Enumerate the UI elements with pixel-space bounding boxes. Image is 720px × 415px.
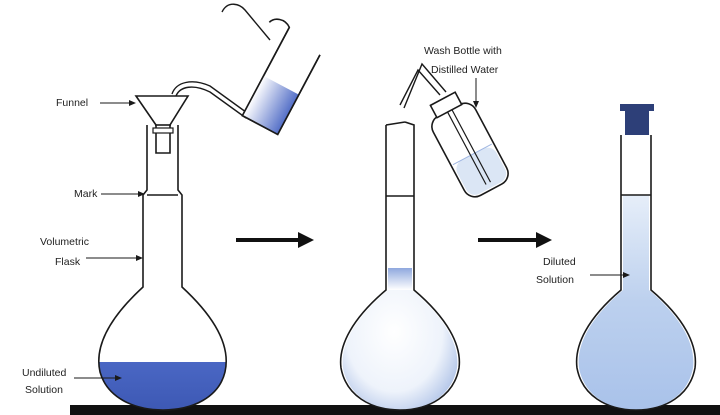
svg-text:Undiluted: Undiluted [22,367,67,379]
beaker-handle [221,3,271,41]
svg-text:Funnel: Funnel [56,97,88,109]
arrow-right-icon [478,232,552,248]
arrow-right-icon [236,232,314,248]
label-wash-bottle: Wash Bottle with Distilled Water [424,45,502,108]
label-undiluted-solution: Undiluted Solution [22,367,122,396]
diluted-solution-fill [578,195,694,410]
funnel-icon [134,95,190,154]
wash-bottle-nozzle [399,68,441,106]
label-volumetric-flask: Volumetric Flask [40,236,143,268]
partial-solution-fill [342,268,458,410]
beaker-icon [241,18,321,136]
svg-text:Diluted: Diluted [543,256,576,268]
svg-text:Wash Bottle with: Wash Bottle with [424,45,502,57]
volumetric-flask-icon [98,125,227,411]
wash-bottle-icon [429,91,509,198]
stopper-icon [620,104,654,135]
svg-text:Flask: Flask [55,256,81,268]
svg-text:Solution: Solution [25,384,63,396]
svg-text:Volumetric: Volumetric [40,236,89,248]
label-funnel: Funnel [56,97,136,109]
label-diluted-solution: Diluted Solution [536,256,630,286]
svg-text:Distilled Water: Distilled Water [431,64,499,76]
svg-text:Solution: Solution [536,274,574,286]
label-mark: Mark [74,188,145,200]
svg-text:Mark: Mark [74,188,98,200]
volumetric-flask-icon [575,135,697,411]
volumetric-flask-icon [339,121,461,411]
pour-stream [171,81,251,116]
